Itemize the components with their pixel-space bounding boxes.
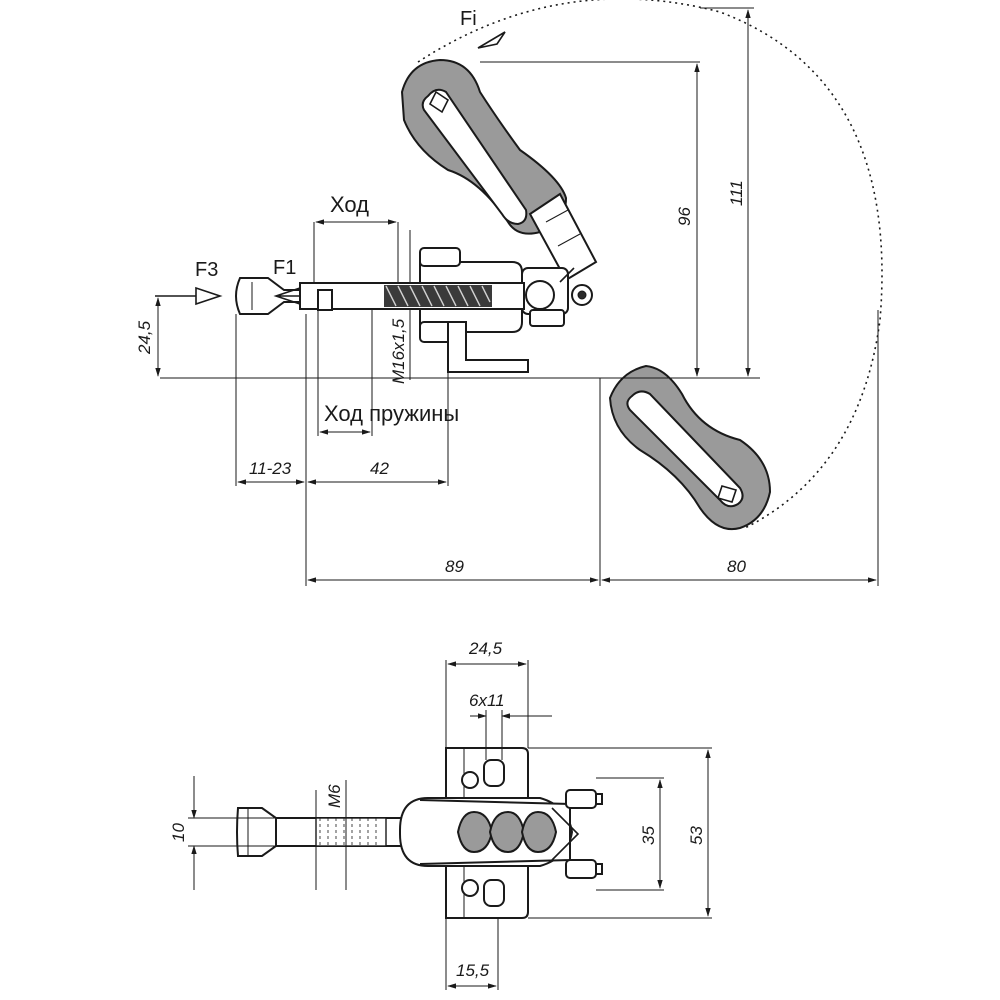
dim-80: 80 [727,557,746,576]
f1-arrow-icon [273,287,301,305]
thread-side-label: M6 [325,784,344,808]
top-dimension-lines [191,661,711,989]
top-view: 24,5 6x11 35 53 10 M6 15,5 [169,639,712,990]
fi-arrow-icon [477,31,506,49]
dim-24-5-top: 24,5 [468,639,503,658]
side-view: Fi F3 F1 Ход Ход пружины M16x1,5 111 96 … [135,0,883,586]
thread-main-label: M16x1,5 [389,318,408,384]
dim-10: 10 [169,823,188,842]
dim-89: 89 [445,557,464,576]
dimension-lines [155,9,877,583]
spring-stroke-label: Ход пружины [324,401,459,426]
handle-open [608,364,772,530]
stroke-label: Ход [330,192,369,217]
dim-96: 96 [675,207,694,226]
plunger-rod [235,277,525,315]
dim-6x11: 6x11 [469,691,505,710]
dim-111: 111 [727,180,746,206]
f3-label: F3 [195,259,218,281]
handle-closed [400,58,598,282]
handle-swing-arc [417,0,883,529]
dim-35: 35 [639,826,658,845]
dim-42: 42 [370,459,389,478]
fi-label: Fi [460,8,477,30]
clamp-body [419,247,593,373]
dim-53: 53 [687,826,706,845]
dim-15-5: 15,5 [456,961,490,980]
dim-11-23: 11-23 [249,459,292,478]
top-handle [399,789,603,879]
dim-24-5-side: 24,5 [135,320,154,355]
extension-lines [155,7,879,586]
top-plunger [236,807,407,857]
f1-label: F1 [273,257,296,279]
